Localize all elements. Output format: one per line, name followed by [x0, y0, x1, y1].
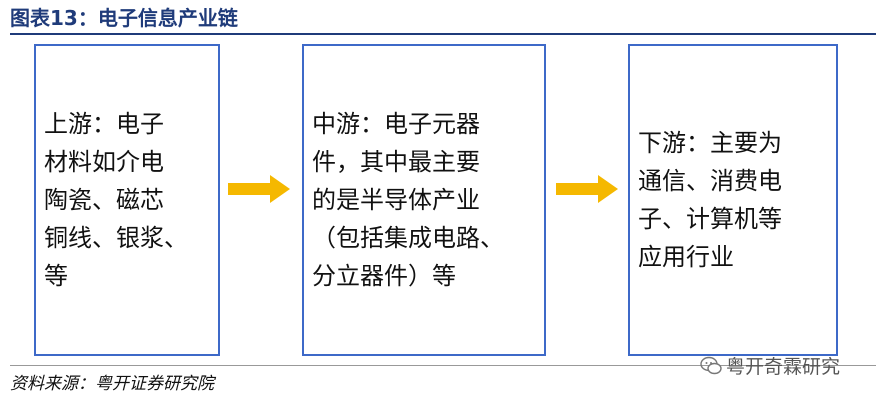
arrow-right-icon [228, 175, 290, 203]
arrow-shape [228, 175, 290, 203]
title-underline [10, 33, 876, 35]
arrow-shape [556, 175, 618, 203]
midstream-text: 中游：电子元器 件，其中最主要 的是半导体产业 （包括集成电路、 分立器件）等 [312, 110, 504, 290]
upstream-box: 上游：电子 材料如介电 陶瓷、磁芯 铜线、银浆、 等 [34, 44, 220, 356]
upstream-text: 上游：电子 材料如介电 陶瓷、磁芯 铜线、银浆、 等 [44, 110, 188, 290]
watermark: 粤开奇霖研究 [700, 352, 840, 379]
downstream-text: 下游：主要为 通信、消费电 子、计算机等 应用行业 [638, 129, 782, 271]
figure-title: 图表13：电子信息产业链 [10, 6, 238, 30]
source-divider [10, 365, 876, 366]
source-note: 资料来源：粤开证券研究院 [10, 374, 214, 394]
arrow-right-icon [556, 175, 618, 203]
watermark-text: 粤开奇霖研究 [726, 356, 841, 378]
downstream-box: 下游：主要为 通信、消费电 子、计算机等 应用行业 [628, 44, 838, 356]
midstream-box: 中游：电子元器 件，其中最主要 的是半导体产业 （包括集成电路、 分立器件）等 [302, 44, 546, 356]
wechat-icon [700, 356, 722, 374]
